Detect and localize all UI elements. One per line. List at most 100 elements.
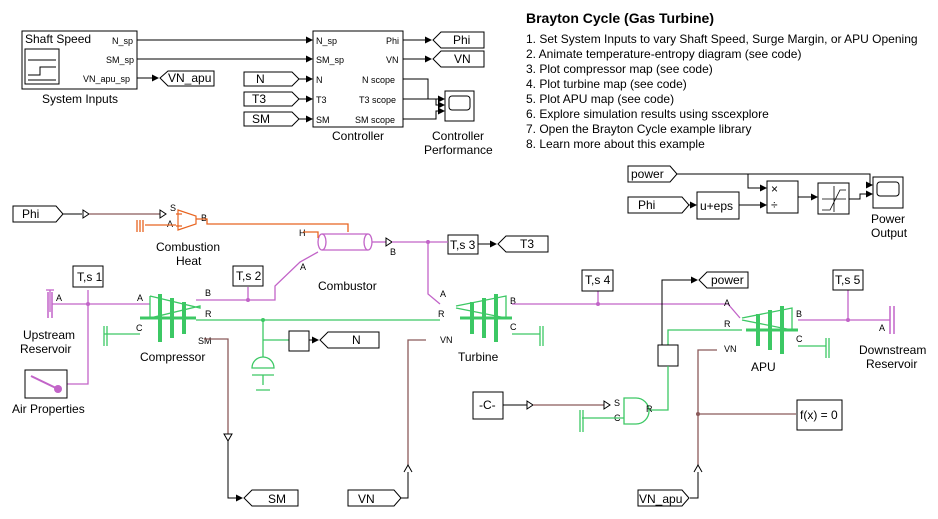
port-sm-sp: SM_sp [106, 55, 134, 65]
from-phi-combustion[interactable]: Phi [12, 205, 64, 223]
svg-text:T,s 1: T,s 1 [77, 270, 103, 284]
svg-text:A: A [440, 289, 446, 299]
svg-text:Phi: Phi [638, 198, 655, 212]
note-link-learn-more[interactable]: 8. Learn more about this example [526, 137, 705, 151]
goto-t3[interactable]: T3 [497, 235, 549, 253]
product-block[interactable]: × ÷ [766, 180, 799, 214]
air-properties-block[interactable] [24, 369, 68, 399]
svg-text:N scope: N scope [362, 75, 395, 85]
svg-text:A: A [56, 293, 62, 303]
svg-text:Phi: Phi [22, 207, 39, 221]
constant-block[interactable]: -C- [472, 391, 504, 420]
speed-sensor-block[interactable] [288, 330, 310, 352]
svg-text:A: A [137, 293, 143, 303]
svg-text:VN: VN [440, 335, 453, 345]
svg-text:VN_apu: VN_apu [168, 71, 211, 85]
controller-block[interactable]: N_sp SM_sp N T3 SM Phi VN N scope T3 sco… [312, 30, 404, 128]
svg-text:T3: T3 [316, 95, 327, 105]
svg-text:B: B [510, 296, 516, 306]
combustor-name: Combustor [318, 279, 377, 293]
sensor-ts3[interactable]: T,s 3 [447, 234, 479, 255]
sensor-ts4[interactable]: T,s 4 [581, 269, 614, 292]
from-power[interactable]: power [627, 165, 678, 183]
note-link-example-library[interactable]: 7. Open the Brayton Cycle example librar… [526, 122, 752, 136]
svg-text:T,s 4: T,s 4 [585, 273, 611, 287]
system-inputs-block[interactable]: Shaft Speed N_sp SM_sp VN_apu_sp [21, 30, 138, 90]
turbine-block[interactable]: A B C R VN [438, 289, 517, 345]
svg-text:×: × [771, 182, 778, 196]
combustion-heat-block[interactable]: S A B [167, 203, 207, 231]
upstream-reservoir-name: Upstream [23, 328, 75, 342]
svg-text:S: S [614, 398, 620, 408]
sensor-ts1[interactable]: T,s 1 [72, 265, 104, 288]
svg-text:f(x) = 0: f(x) = 0 [800, 408, 838, 422]
svg-text:C: C [796, 334, 803, 344]
goto-phi[interactable]: Phi [432, 31, 485, 49]
goto-vn[interactable]: VN [432, 50, 485, 68]
from-n[interactable]: N [243, 71, 300, 87]
from-phi-power[interactable]: Phi [627, 196, 690, 214]
svg-text:B: B [796, 309, 802, 319]
controller-performance-name: Controller [432, 129, 484, 143]
note-link-sscexplore[interactable]: 6. Explore simulation results using ssce… [526, 107, 769, 121]
system-inputs-name: System Inputs [42, 92, 118, 106]
from-sm[interactable]: SM [243, 111, 300, 127]
svg-text:T3 scope: T3 scope [359, 95, 396, 105]
svg-text:VN: VN [454, 52, 471, 66]
downstream-reservoir-name: Downstream [859, 343, 926, 357]
controller-name: Controller [332, 129, 384, 143]
from-vn-apu[interactable]: VN_apu [637, 489, 690, 507]
combustion-heat-name: Combustion [156, 240, 220, 254]
goto-vn-apu[interactable]: VN_apu [159, 70, 215, 87]
svg-text:R: R [438, 309, 445, 319]
svg-text:Performance: Performance [424, 143, 493, 157]
svg-text:R: R [724, 319, 731, 329]
model-notes-panel: Brayton Cycle (Gas Turbine) 1. Set Syste… [526, 10, 936, 152]
svg-text:B: B [201, 213, 207, 223]
note-link-system-inputs[interactable]: 1. Set System Inputs to vary Shaft Speed… [526, 32, 918, 46]
upstream-reservoir[interactable]: A [47, 292, 62, 318]
svg-text:Output: Output [871, 226, 908, 240]
svg-text:A: A [724, 298, 730, 308]
svg-text:SM: SM [252, 112, 270, 126]
svg-text:VN: VN [724, 344, 737, 354]
note-link-apu-map[interactable]: 5. Plot APU map (see code) [526, 92, 675, 106]
svg-text:Heat: Heat [176, 254, 202, 268]
combustor-block[interactable]: H A B [299, 228, 396, 272]
sensor-ts2[interactable]: T,s 2 [232, 265, 264, 287]
svg-text:N_sp: N_sp [316, 36, 337, 46]
note-link-compressor-map[interactable]: 3. Plot compressor map (see code) [526, 62, 713, 76]
svg-text:VN: VN [358, 492, 375, 506]
fx-zero-block[interactable]: f(x) = 0 [796, 399, 843, 431]
svg-text:N: N [256, 72, 265, 86]
from-t3[interactable]: T3 [243, 91, 300, 107]
from-vn[interactable]: VN [347, 489, 402, 507]
apu-block[interactable]: A B C R VN [724, 298, 803, 354]
svg-text:-C-: -C- [479, 398, 496, 412]
svg-text:C: C [136, 323, 143, 333]
u-plus-eps-block[interactable]: u+eps [696, 191, 740, 220]
svg-text:÷: ÷ [771, 198, 778, 212]
svg-text:B: B [390, 247, 396, 257]
controller-performance-scope[interactable] [444, 90, 475, 122]
sensor-ts5[interactable]: T,s 5 [832, 269, 864, 291]
power-output-scope[interactable] [872, 176, 904, 209]
svg-text:B: B [205, 288, 211, 298]
note-link-turbine-map[interactable]: 4. Plot turbine map (see code) [526, 77, 687, 91]
svg-text:A: A [879, 323, 885, 333]
compressor-name: Compressor [140, 350, 205, 364]
svg-text:Reservoir: Reservoir [866, 357, 917, 371]
note-link-animate-ts[interactable]: 2. Animate temperature-entropy diagram (… [526, 47, 802, 61]
power-sensor-block[interactable] [657, 344, 679, 367]
goto-power[interactable]: power [698, 271, 749, 289]
goto-n[interactable]: N [319, 331, 380, 349]
svg-text:T,s 3: T,s 3 [450, 238, 476, 252]
svg-text:VN_apu: VN_apu [639, 492, 682, 506]
goto-sm[interactable]: SM [243, 489, 299, 507]
downstream-reservoir[interactable]: A [879, 306, 895, 334]
mechanical-source-block[interactable]: S C R [614, 397, 653, 425]
compressor-block[interactable]: A B C R SM [136, 288, 212, 346]
svg-text:Phi: Phi [453, 33, 470, 47]
svg-text:power: power [711, 273, 744, 287]
saturation-block[interactable] [817, 182, 850, 215]
